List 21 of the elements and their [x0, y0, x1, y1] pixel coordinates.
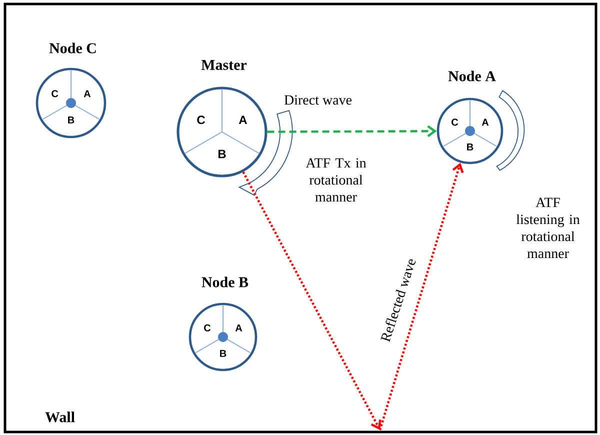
- arrow: [378, 162, 464, 430]
- arrow: [267, 125, 437, 138]
- sector-node: C A B: [176, 86, 268, 178]
- node-label: B: [218, 150, 226, 158]
- sector-node: C A B: [436, 98, 504, 164]
- sector-node: C A B: [188, 302, 258, 372]
- wall-label: Wall: [45, 412, 75, 422]
- node-label: C: [52, 90, 58, 98]
- arrow: [242, 171, 382, 430]
- node-label: A: [84, 90, 91, 98]
- node-heading: Node A: [448, 70, 496, 82]
- annotation-text: ATF Tx in rotational manner: [306, 158, 366, 202]
- node-label: B: [68, 116, 74, 124]
- node-label: C: [197, 116, 206, 124]
- node-heading: Node C: [49, 42, 96, 54]
- node-label: A: [238, 116, 247, 124]
- annotation-text: ATF listening in rotational manner: [516, 198, 580, 258]
- edge-label: Direct wave: [283, 94, 353, 106]
- node-heading: Master: [201, 60, 247, 70]
- sector-node: C A B: [36, 68, 106, 138]
- node-heading: Node B: [202, 276, 248, 288]
